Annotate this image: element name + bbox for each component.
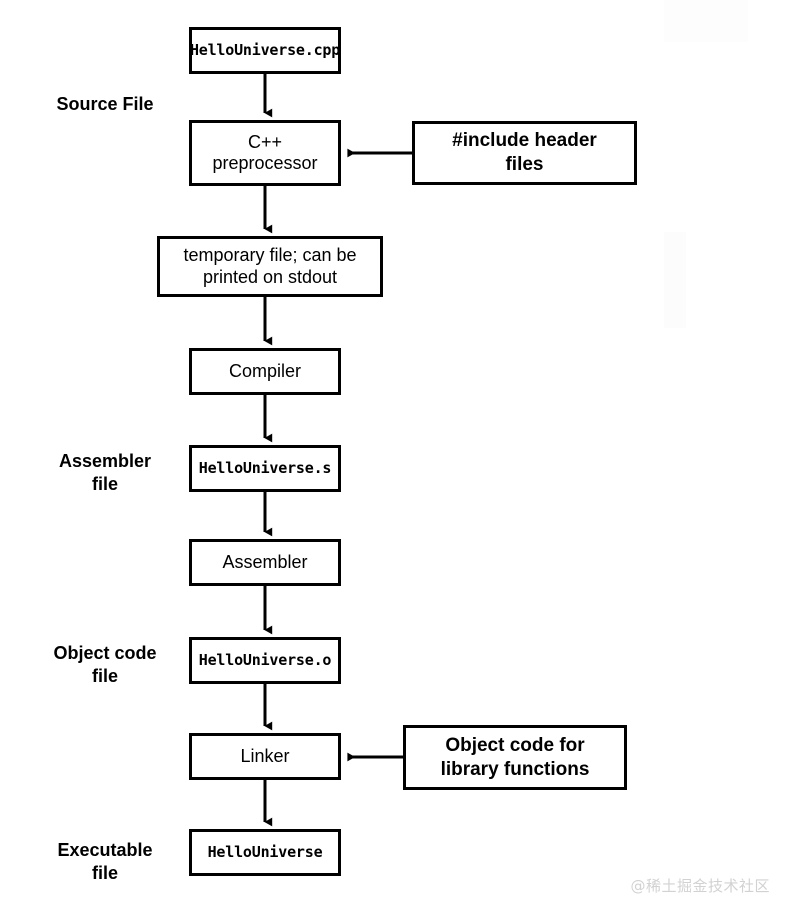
background-artifact [664, 0, 748, 42]
node-temporary-file: temporary file; can be printed on stdout [157, 236, 383, 297]
node-executable-file: HelloUniverse [189, 829, 341, 876]
node-linker: Linker [189, 733, 341, 780]
stage-label-assembler-file: Assembler file [58, 451, 152, 495]
background-artifact-secondary [664, 232, 686, 328]
node-include-header-files: #include header files [412, 121, 637, 185]
node-object-file: HelloUniverse.o [189, 637, 341, 684]
node-compiler: Compiler [189, 348, 341, 395]
node-source-file: HelloUniverse.cpp [189, 27, 341, 74]
node-assembler: Assembler [189, 539, 341, 586]
stage-label-source-file: Source File [56, 94, 154, 114]
watermark: @稀土掘金技术社区 [630, 877, 770, 895]
node-assembly-file: HelloUniverse.s [189, 445, 341, 492]
stage-label-object-code-file: Object code file [53, 643, 157, 687]
node-cpp-preprocessor: C++ preprocessor [189, 120, 341, 186]
node-library-object-code: Object code for library functions [403, 725, 627, 790]
stage-label-executable-file: Executable file [57, 840, 153, 884]
